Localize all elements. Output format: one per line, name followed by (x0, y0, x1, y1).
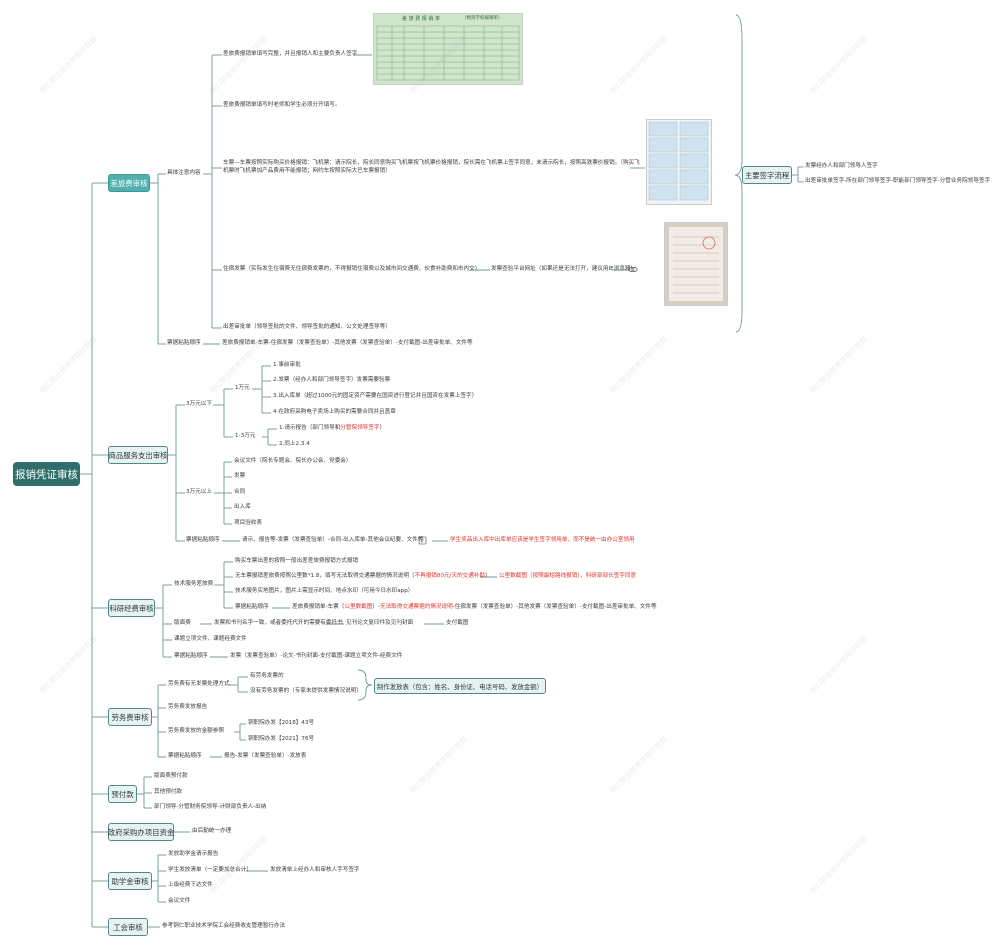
goods-w1-item-4[interactable]: 4.在政府采购电子卖场上购买的需要合同并且盖章 (273, 409, 396, 415)
goods-paste-text[interactable]: 请示、报告等-发票（发票查验单）-合同-出入库单-其他会议纪要、文件等 (242, 537, 424, 543)
research-tech-3[interactable]: 技术服务实地图片，图片上需显示时间、地点水印（可用今日水印app） (235, 588, 414, 594)
research-tech-label[interactable]: 技术服务差旅费 (174, 581, 214, 587)
travel-item-1[interactable]: 差旅费报销单填写完整，并且报销人和主要负责人签字 (223, 51, 358, 57)
node-travel[interactable]: 差旅费审核 (108, 174, 150, 192)
goods-under3[interactable]: 3万元以下 (186, 401, 212, 407)
labor-type-2[interactable]: 没有劳务发票的（专家未提供发票情况说明） (250, 688, 362, 694)
research-layout-sub2[interactable]: 支付截图 (446, 620, 469, 626)
travel-item-3-line1[interactable]: 车票—车票按照实际购买价格报销：飞机票：请示院长，院长同意购买飞机票按飞机票价格… (223, 160, 640, 166)
goods-w1[interactable]: 1万元 (235, 385, 250, 391)
labor-type-label[interactable]: 劳务费有无发票处理方式 (168, 681, 230, 687)
labor-ref-label[interactable]: 劳务费发放的金额参照 (168, 728, 224, 734)
labor-report[interactable]: 劳务费发放报告 (168, 704, 208, 710)
travel-item-3-line2[interactable]: 机票时飞机票加产品费用不能报销；网约车按照实际大巴车票报销） (223, 168, 391, 174)
node-gov[interactable]: 政府采购办项目资金 (108, 823, 174, 841)
goods-above3-item-1[interactable]: 会议文件（院长专题会、院长办公会、党委会） (234, 458, 352, 464)
research-tech-paste-text[interactable]: 差旅费报销单-车票（公里数截图）-无法取得交通票据的情况说明-住宿发票（发票查验… (292, 604, 657, 610)
goods-above3-item-3[interactable]: 合同 (234, 489, 246, 495)
goods-w13-item-1[interactable]: 1.请示报告（部门领导和分管院领导签字） (279, 425, 386, 431)
prepay-item-2[interactable]: 其他预付款 (154, 789, 182, 795)
ticket-image (646, 119, 712, 205)
goods-w13[interactable]: 1-3万元 (235, 433, 256, 439)
research-paste-text[interactable]: 发票（发票查验单）-论文-书刊封面-支付截图-课题立项文件-经费文件 (230, 653, 403, 659)
research-tech-2[interactable]: 无车票报销差旅费按照公里数*1.8，填写无法取得交通票据的情况说明（不再报销80… (235, 573, 491, 579)
ticket-grid (648, 121, 709, 201)
research-tech-paste-label[interactable]: 票据粘贴顺序 (235, 604, 269, 610)
labor-paste-label[interactable]: 票据粘贴顺序 (168, 753, 202, 759)
travel-item-4[interactable]: 住宿发票（实际发生住宿费无住宿费发票的，不得报销住宿费以及城市间交通费、伙食补助… (223, 266, 481, 272)
goods-w13-item-2[interactable]: 2.同上2.3.4 (279, 441, 310, 447)
node-prepay[interactable]: 预付款 (108, 785, 137, 803)
goods-above3[interactable]: 3万元以上 (186, 489, 212, 495)
sign-item-2[interactable]: 出差审批单签字-所在部门领导签字-职能部门领导签字-分管业务院领导签字 (805, 178, 991, 184)
node-labor[interactable]: 劳务费审核 (108, 708, 152, 726)
travel-item-2[interactable]: 差旅费报销单填写时老师和学生必须分开填写。 (223, 102, 341, 108)
form-image-grid (376, 25, 520, 81)
travel-item-4-sub[interactable]: 发票查验平台网址（如果还是无法打开，建议用IE浏览器） (491, 266, 637, 272)
prepay-item-1[interactable]: 版面费预付款 (154, 773, 188, 779)
goods-above3-item-4[interactable]: 出入库 (234, 504, 251, 510)
travel-item-5[interactable]: 出差审批单（领导签批的文件、领导签批的通知、公文处理签导等） (223, 324, 391, 330)
goods-w1-item-1[interactable]: 1.事前审批 (273, 362, 301, 368)
research-layout-text[interactable]: 发票和书刊名字一致，或者委托代开的需要有委托书 (214, 620, 343, 626)
aid-item-2[interactable]: 学生发放清单（一定要加总合计） (168, 867, 252, 873)
aid-item-4[interactable]: 会议文件 (168, 898, 191, 904)
labor-type-1[interactable]: 有劳务发票的 (250, 673, 284, 679)
root-node[interactable]: 报销凭证审核 (13, 462, 80, 486)
goods-w1-item-2[interactable]: 2.发票（经办人和部门领导签字）发票需要验票 (273, 377, 391, 383)
labor-ref-2[interactable]: 铜职院办发【2021】76号 (248, 736, 315, 742)
research-tech-2-sub[interactable]: 公里数截图（按照最短路线报销），科研部部长签字同意 (499, 573, 637, 579)
travel-detail-label[interactable]: 具体注意内容 (167, 170, 201, 176)
labor-make-sheet[interactable]: 制作发放表（包含：姓名、身份证、电话号码、发放金额） (374, 678, 546, 694)
link-icon (628, 267, 638, 272)
travel-paste-label[interactable]: 票据粘贴顺序 (167, 340, 201, 346)
invoice-photo-art (669, 227, 723, 301)
gov-text[interactable]: 由后勤统一办理 (192, 828, 232, 834)
goods-paste-note[interactable]: 学生奖品出入库中出库单应该是学生签字领用单，而不是统一由办公室领用 (450, 537, 635, 543)
travel-paste-text[interactable]: 差旅费报销单-车票-住宿发票（发票查验单）-其他发票（发票查验单）-支付截图-出… (222, 340, 473, 346)
form-image-subtitle: （物资学校报销单） (462, 16, 503, 21)
research-approve[interactable]: 课题立项文件、课题经费文件 (174, 636, 247, 642)
research-paste-label[interactable]: 票据粘贴顺序 (174, 653, 208, 659)
node-sign[interactable]: 主要签字流程 (742, 166, 792, 184)
research-layout-sub[interactable]: 见刊论文复印件及见刊封面 (346, 620, 414, 626)
goods-w1-item-3[interactable]: 3.出入库单（超过1000元的固定资产需要在国资进行登记并且国资在发票上签字） (273, 393, 478, 399)
research-tech-1[interactable]: 购买车票出差的按照一般出差差旅费报销方式报销 (235, 558, 359, 564)
invoice-photo (664, 222, 728, 306)
form-image-title: 差 旅 费 报 销 单 (402, 16, 440, 22)
labor-paste-text[interactable]: 报告-发票（发票查验单）-发放表 (224, 753, 307, 759)
form-image: 差 旅 费 报 销 单 （物资学校报销单） (373, 13, 523, 85)
labor-ref-1[interactable]: 铜职院办发【2018】43号 (248, 720, 315, 726)
prepay-item-3[interactable]: 部门领导-分管财务院领导-计财部负责人-出纳 (154, 804, 267, 810)
node-union[interactable]: 工会审核 (108, 918, 148, 936)
aid-item-2-sub[interactable]: 发放清单上经办人和审核人手写签字 (270, 867, 360, 873)
research-layout-label[interactable]: 版面费 (174, 620, 191, 626)
note-icon (418, 536, 427, 545)
node-goods[interactable]: 商品服务支出审核 (108, 446, 168, 464)
node-research[interactable]: 科研经费审核 (108, 599, 155, 617)
goods-paste-label[interactable]: 票据粘贴顺序 (186, 537, 220, 543)
goods-above3-item-5[interactable]: 项目验收表 (234, 520, 262, 526)
aid-item-3[interactable]: 上级经费下达文件 (168, 882, 213, 888)
goods-above3-item-2[interactable]: 发票 (234, 473, 246, 479)
node-aid[interactable]: 助学金审核 (108, 872, 152, 890)
union-text[interactable]: 参考铜仁职业技术学院工会经费收支管理暂行办法 (162, 923, 286, 929)
aid-item-1[interactable]: 发放助学金请示报告 (168, 851, 219, 857)
sign-item-1[interactable]: 发票经办人和部门领导人签字 (805, 163, 878, 169)
